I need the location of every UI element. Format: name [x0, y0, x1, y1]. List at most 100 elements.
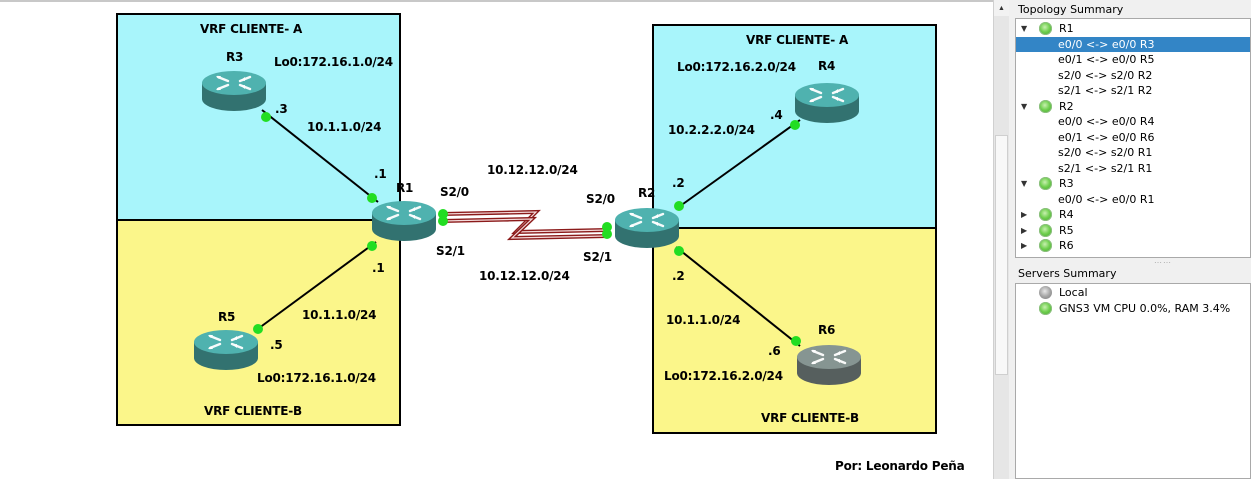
- tree-link-item[interactable]: e0/0 <-> e0/0 R4: [1016, 114, 1250, 130]
- r1-s20-label: S2/0: [440, 185, 469, 199]
- tree-link-item[interactable]: e0/0 <-> e0/0 R3: [1016, 36, 1250, 52]
- tree-node-r3[interactable]: ▼ R3: [1016, 176, 1250, 192]
- router-r5-name: R5: [218, 310, 236, 324]
- r2-e00-ip-label: .2: [672, 176, 685, 190]
- tree-link-item[interactable]: s2/1 <-> s2/1 R2: [1016, 83, 1250, 99]
- canvas-vertical-scrollbar[interactable]: ▲: [993, 0, 1009, 479]
- link-r2-r4[interactable]: [675, 119, 801, 210]
- r4-loopback-label: Lo0:172.16.2.0/24: [677, 60, 796, 74]
- zone-b-left-title: VRF CLIENTE-B: [204, 404, 302, 418]
- collapse-arrow-icon[interactable]: ▼: [1021, 101, 1028, 111]
- port-r3-e00: [261, 112, 271, 122]
- collapse-arrow-icon[interactable]: ▼: [1021, 179, 1028, 188]
- router-r4-name: R4: [818, 59, 836, 73]
- router-r6[interactable]: [795, 342, 863, 388]
- tree-node-r4[interactable]: ▶ R4: [1016, 207, 1250, 223]
- r1-e00-ip-label: .1: [374, 167, 387, 181]
- tree-link-label: s2/1 <-> s2/1 R2: [1058, 84, 1153, 97]
- r2-s20-label: S2/0: [586, 192, 615, 206]
- r1-e01-ip-label: .1: [372, 261, 385, 275]
- expand-arrow-icon[interactable]: ▶: [1021, 210, 1028, 219]
- tree-link-label: s2/1 <-> s2/1 R1: [1058, 161, 1153, 175]
- router-icon: [372, 201, 436, 241]
- port-r2-e01: [674, 246, 684, 256]
- topology-canvas[interactable]: R3 R1 R5 R2 R4 R6 VRF CLIENTE- A VRF CLI…: [0, 0, 993, 479]
- r4-ip-label: .4: [770, 108, 783, 122]
- tree-link-item[interactable]: e0/0 <-> e0/0 R1: [1016, 192, 1250, 208]
- tree-node-label: R2: [1059, 99, 1074, 113]
- tree-link-label: s2/0 <-> s2/0 R1: [1058, 146, 1153, 159]
- expand-arrow-icon[interactable]: ▶: [1021, 225, 1028, 235]
- tree-link-item[interactable]: s2/0 <-> s2/0 R2: [1016, 68, 1250, 84]
- r1r3-network-label: 10.1.1.0/24: [307, 120, 382, 134]
- server-status-icon: [1039, 286, 1052, 299]
- links-layer: [253, 109, 801, 347]
- router-icon: [615, 208, 679, 248]
- tree-link-label: s2/0 <-> s2/0 R2: [1058, 68, 1153, 82]
- r6-loopback-label: Lo0:172.16.2.0/24: [664, 369, 783, 383]
- zone-vrf-b-left[interactable]: [116, 219, 401, 426]
- dock-splitter-handle[interactable]: ⋯⋯: [1154, 258, 1172, 267]
- port-r2-s20: [602, 222, 612, 232]
- zone-vrf-a-left[interactable]: [116, 13, 401, 221]
- r2-e01-ip-label: .2: [672, 269, 685, 283]
- router-r1[interactable]: [370, 198, 438, 244]
- expand-arrow-icon[interactable]: ▶: [1021, 241, 1028, 250]
- tree-node-r5[interactable]: ▶ R5: [1016, 223, 1250, 239]
- scroll-up-arrow-icon[interactable]: ▲: [994, 0, 1009, 16]
- port-r1-s20: [438, 209, 448, 219]
- tree-node-r2[interactable]: ▼ R2: [1016, 99, 1250, 115]
- port-r5-e00: [253, 324, 263, 334]
- router-icon: [194, 330, 258, 370]
- tree-node-label: R3: [1059, 177, 1074, 190]
- port-r1-s21: [438, 216, 448, 226]
- topology-summary-title: Topology Summary: [1018, 3, 1124, 16]
- servers-summary-tree[interactable]: Local GNS3 VM CPU 0.0%, RAM 3.4%: [1015, 283, 1251, 479]
- router-icon: [797, 345, 861, 385]
- status-indicator-icon: [1039, 239, 1052, 252]
- zone-a-left-title: VRF CLIENTE- A: [200, 22, 303, 36]
- router-r5[interactable]: [192, 327, 260, 373]
- tree-link-label: e0/1 <-> e0/0 R6: [1058, 130, 1155, 144]
- tree-link-label: e0/1 <-> e0/0 R5: [1058, 53, 1155, 66]
- collapse-arrow-icon[interactable]: ▼: [1021, 24, 1028, 33]
- r2r6-network-label: 10.1.1.0/24: [666, 313, 741, 327]
- zone-a-right-title: VRF CLIENTE- A: [746, 33, 849, 47]
- link-r3-r1[interactable]: [261, 109, 379, 203]
- tree-node-r6[interactable]: ▶ R6: [1016, 238, 1250, 254]
- server-item[interactable]: Local: [1016, 285, 1250, 301]
- serial-link-s21[interactable]: [441, 216, 608, 241]
- zone-vrf-b-right[interactable]: [652, 227, 937, 434]
- zone-b-right-title: VRF CLIENTE-B: [761, 411, 859, 425]
- r3-ip-label: .3: [275, 102, 288, 116]
- tree-node-label: R6: [1059, 239, 1074, 252]
- server-item[interactable]: GNS3 VM CPU 0.0%, RAM 3.4%: [1016, 301, 1250, 317]
- tree-link-item[interactable]: s2/1 <-> s2/1 R1: [1016, 161, 1250, 177]
- tree-node-label: R1: [1059, 22, 1074, 35]
- tree-node-label: R5: [1059, 223, 1074, 237]
- router-r2[interactable]: [613, 205, 681, 251]
- router-r4[interactable]: [793, 80, 861, 126]
- router-icon: [202, 71, 266, 111]
- router-r2-name: R2: [638, 186, 656, 200]
- tree-link-item[interactable]: e0/1 <-> e0/0 R5: [1016, 52, 1250, 68]
- server-label: Local: [1059, 286, 1088, 299]
- r2r4-network-label: 10.2.2.2.0/24: [668, 123, 755, 137]
- r3-loopback-label: Lo0:172.16.1.0/24: [274, 55, 393, 69]
- link-r2-r6[interactable]: [675, 246, 801, 347]
- status-indicator-icon: [1039, 99, 1052, 113]
- r6-ip-label: .6: [768, 344, 781, 358]
- router-icon: [795, 83, 859, 123]
- scrollbar-thumb[interactable]: [995, 135, 1008, 375]
- port-r1-e00: [367, 193, 377, 203]
- tree-link-item[interactable]: s2/0 <-> s2/0 R1: [1016, 145, 1250, 161]
- r5-ip-label: .5: [270, 338, 283, 352]
- link-r5-r1[interactable]: [254, 241, 377, 332]
- tree-node-r1[interactable]: ▼ R1: [1016, 21, 1250, 37]
- router-r3[interactable]: [200, 68, 268, 114]
- tree-link-item[interactable]: e0/1 <-> e0/0 R6: [1016, 130, 1250, 146]
- r1-s21-label: S2/1: [436, 244, 465, 258]
- serial-network-bottom-label: 10.12.12.0/24: [479, 269, 570, 283]
